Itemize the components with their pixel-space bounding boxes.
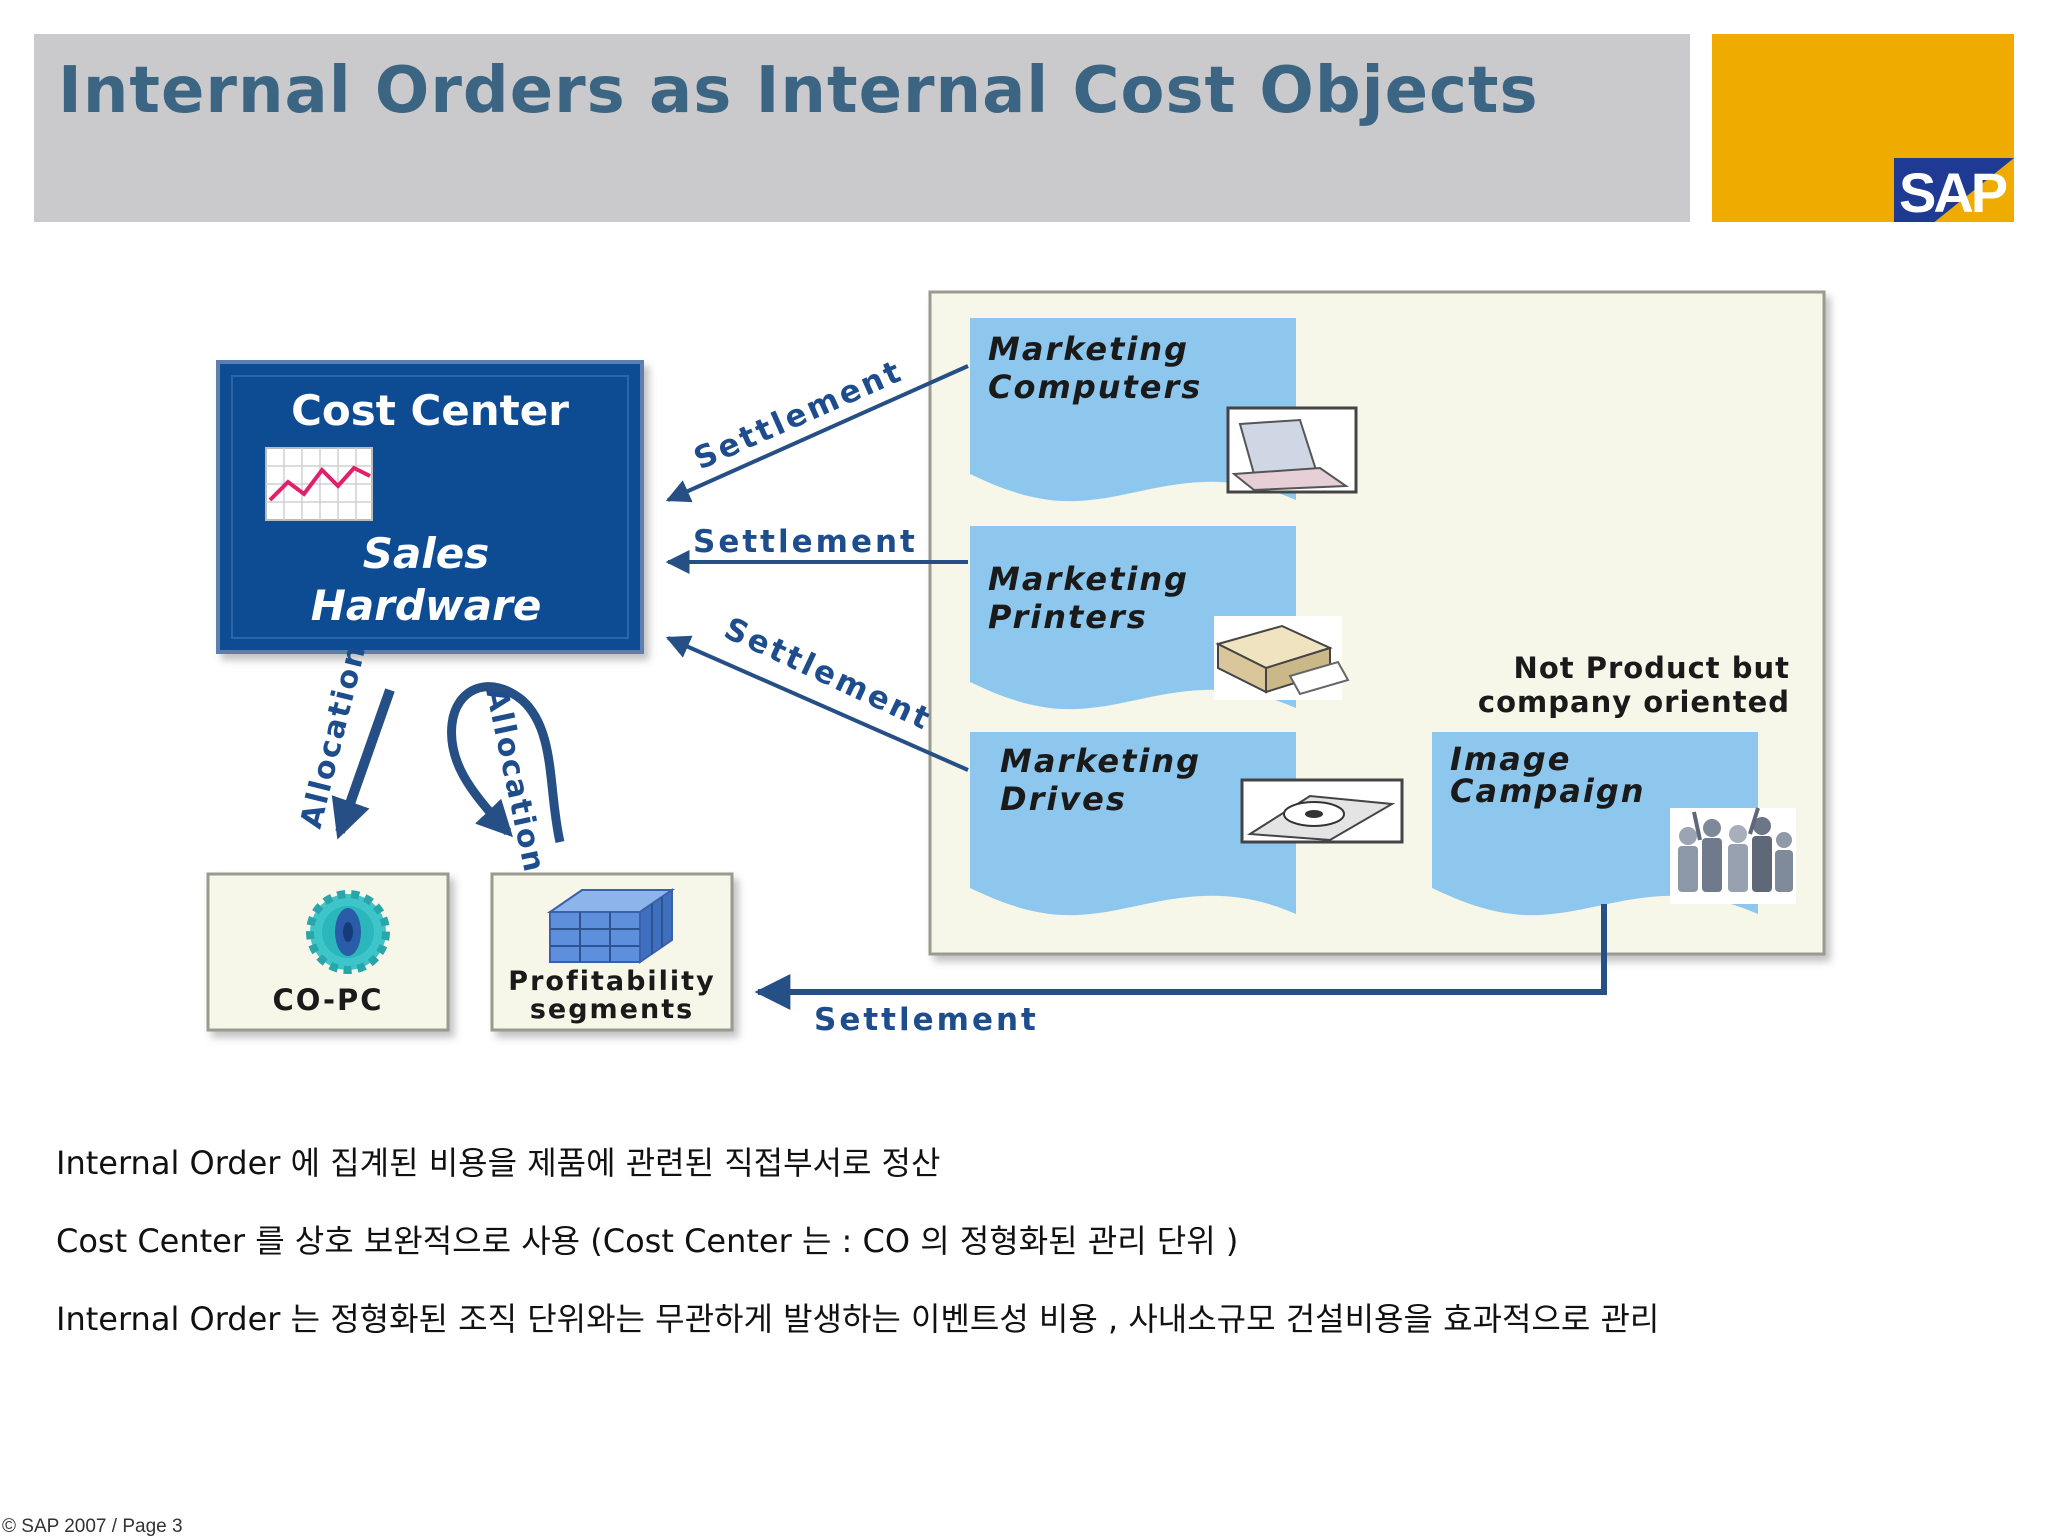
page-title: Internal Orders as Internal Cost Objects — [58, 54, 1539, 128]
order-marketing-computers: Marketing Computers — [970, 318, 1358, 502]
settlement-arrow-campaign — [754, 904, 1607, 1010]
order-computers-line1: Marketing — [988, 330, 1189, 368]
order-marketing-drives: Marketing Drives — [970, 732, 1404, 916]
allocation-arrow-copc — [331, 688, 395, 840]
order-campaign-line2: Campaign — [1450, 772, 1646, 810]
printer-icon — [1214, 616, 1350, 700]
order-image-campaign: Image Campaign — [1432, 732, 1796, 916]
order-computers-line2: Computers — [988, 368, 1202, 406]
note-line-2: company oriented — [1478, 685, 1790, 719]
order-campaign-line1: Image — [1450, 740, 1571, 778]
crowd-icon — [1670, 807, 1796, 904]
cost-center-subtitle-2: Hardware — [311, 581, 542, 630]
cost-center-title: Cost Center — [291, 386, 569, 435]
receiver-co-pc: CO-PC — [206, 872, 450, 1032]
cost-center-box: Cost Center Sales Hardware — [216, 360, 644, 654]
page-footer: © SAP 2007 / Page 3 — [2, 1516, 183, 1537]
allocation-arrow-segments — [447, 682, 565, 844]
receiver-profitability-segments: Profitability segments — [490, 872, 734, 1032]
bullet-text-1: Internal Order 에 집계된 비용을 제품에 관련된 직접부서로 정… — [56, 1144, 941, 1182]
cost-flow-diagram: Cost Center Sales Hardware Marketing Com… — [206, 290, 1826, 1038]
cost-center-subtitle-1: Sales — [363, 529, 489, 578]
receiver-segments-label-1: Profitability — [508, 966, 715, 997]
laptop-icon — [1226, 406, 1358, 494]
settlement-label-2: Settlement — [693, 524, 918, 560]
bullet-text-3: Internal Order 는 정형화된 조직 단위와는 무관하게 발생하는 … — [56, 1300, 1660, 1338]
order-drives-line2: Drives — [1000, 780, 1127, 818]
sap-logo: SAP — [1894, 158, 2014, 224]
receiver-segments-label-2: segments — [530, 994, 694, 1025]
order-drives-line1: Marketing — [1000, 742, 1201, 780]
order-printers-line1: Marketing — [988, 560, 1189, 598]
allocation-label-1: Allocation — [294, 640, 374, 832]
settlement-arrow-drives — [665, 635, 969, 772]
settlement-label-1: Settlement — [689, 353, 909, 477]
settlement-label-4: Settlement — [814, 1002, 1039, 1038]
sap-logo-shape — [1894, 158, 2014, 224]
order-printers-line2: Printers — [988, 598, 1148, 636]
gear-icon — [306, 890, 390, 974]
title-bar: Internal Orders as Internal Cost Objects — [34, 34, 1690, 222]
cube-icon — [546, 888, 676, 964]
settlement-arrow-computers — [665, 364, 969, 503]
allocation-label-2: Allocation — [478, 684, 552, 876]
order-marketing-printers: Marketing Printers — [970, 526, 1350, 710]
sap-logo-text: SAP — [1899, 161, 2007, 222]
note-line-1: Not Product but — [1514, 651, 1790, 685]
receiver-co-pc-label: CO-PC — [272, 983, 383, 1017]
disc-drive-icon — [1240, 778, 1404, 844]
line-chart-icon — [265, 447, 373, 521]
bullet-text-2: Cost Center 를 상호 보완적으로 사용 (Cost Center 는… — [56, 1222, 1239, 1260]
logo-box: SAP — [1712, 34, 2014, 224]
